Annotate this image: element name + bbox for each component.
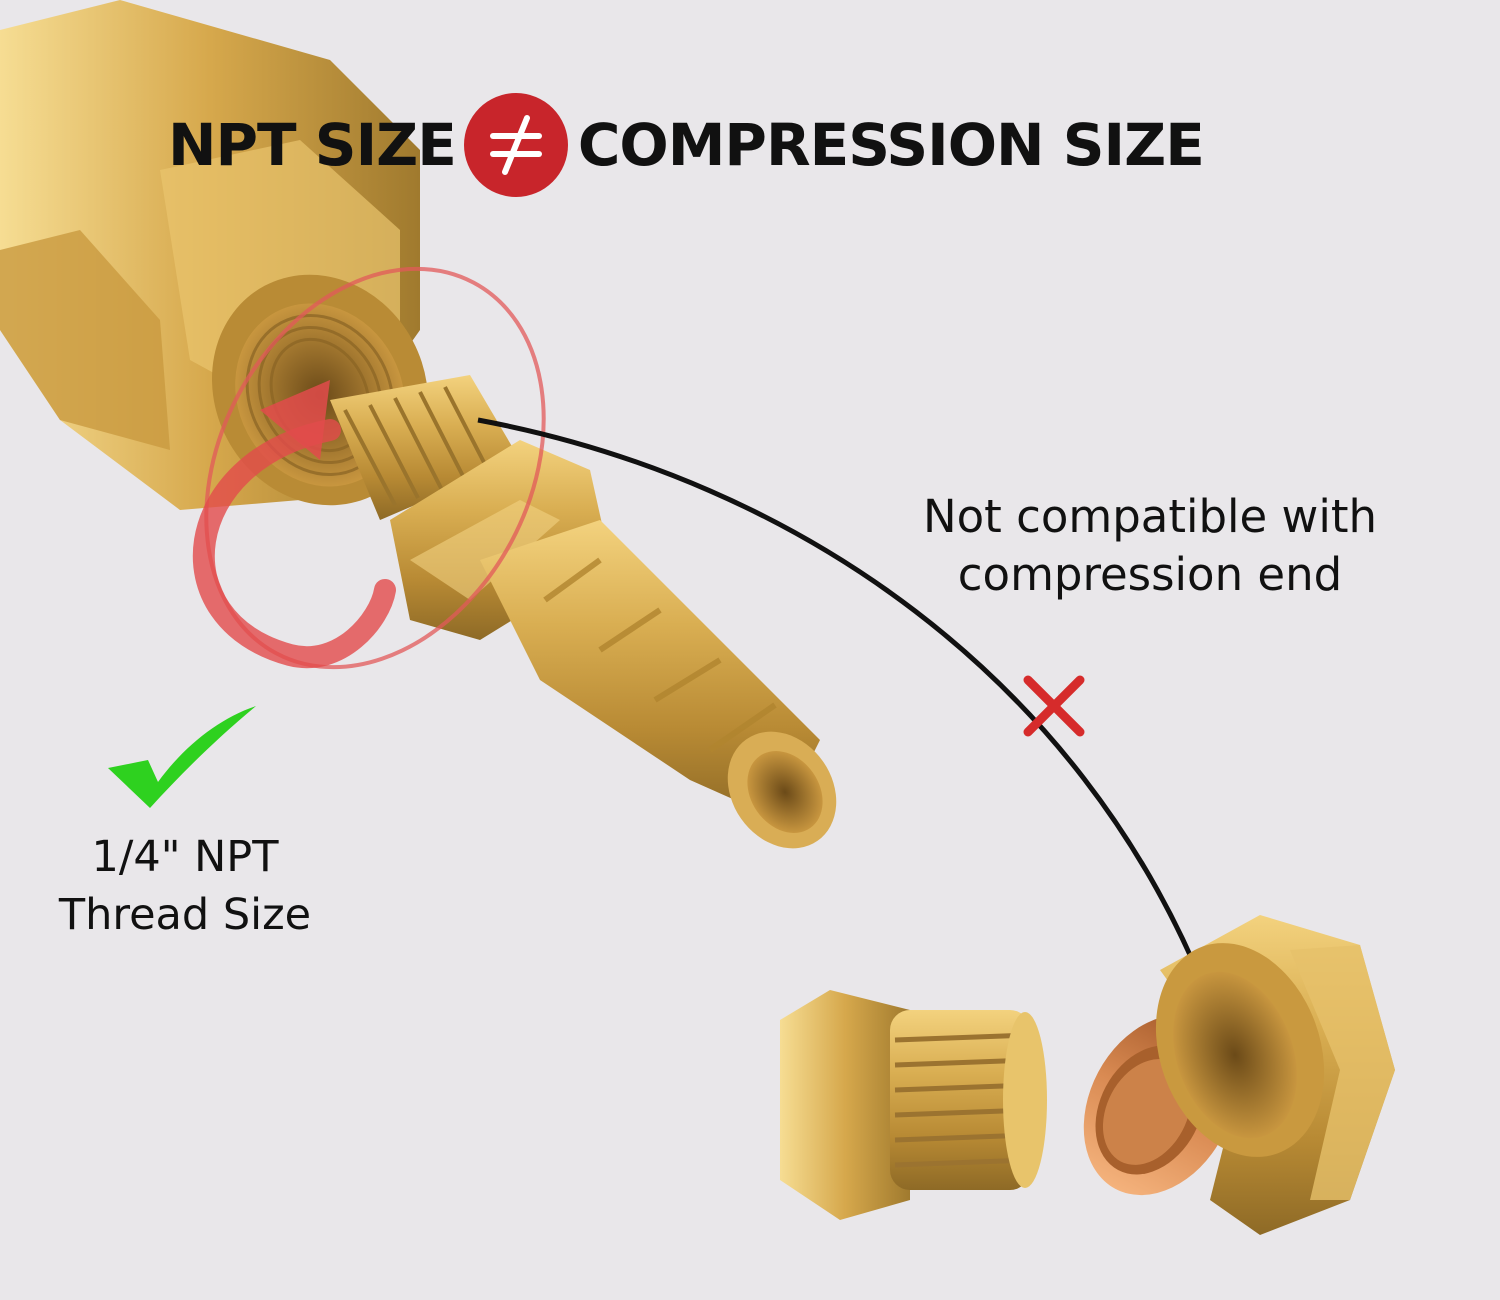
headline-compression-size: COMPRESSION SIZE [577,111,1205,179]
headline-npt-size: NPT SIZE [168,111,457,179]
incompatibility-note: Not compatible with compression end [880,488,1420,604]
compression-nut [1155,915,1395,1235]
headline: NPT SIZE COMPRESSION SIZE [168,93,1205,197]
note-line-2: compression end [957,548,1343,601]
size-label-line-2: Thread Size [58,890,312,940]
compression-body [780,990,1047,1220]
female-npt-coupling [0,0,428,510]
size-label-line-1: 1/4" NPT [91,832,279,882]
curved-arrow-icon [477,417,1208,991]
thread-size-label: 1/4" NPT Thread Size [30,828,340,944]
cross-mark-icon [1023,675,1085,737]
not-equal-icon [463,93,568,197]
rotate-arrow-icon [192,266,546,670]
note-line-1: Not compatible with [922,490,1378,543]
check-mark-icon [108,706,256,808]
npt-hose-barb-fitting [330,375,837,849]
